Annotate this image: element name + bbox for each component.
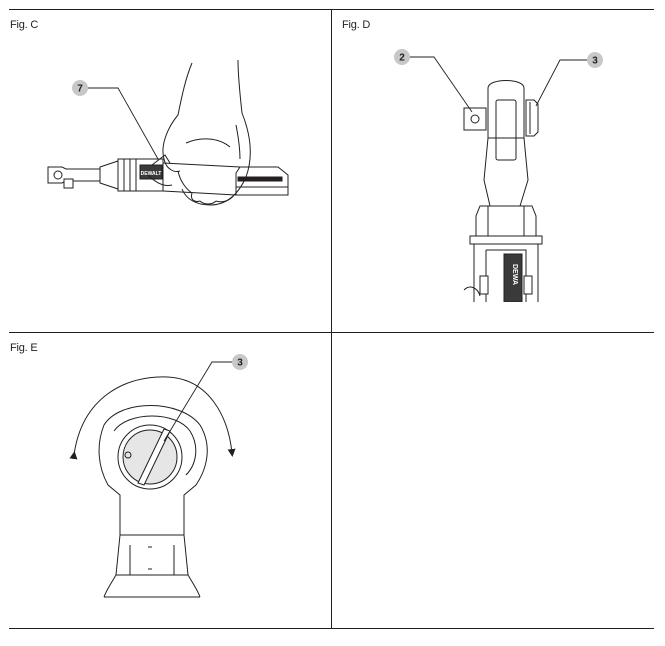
fig-c-badge-text: DEWALT (141, 171, 162, 177)
vertical-rule (331, 9, 332, 629)
fig-d-callout-2-marker (394, 49, 410, 65)
fig-c-ratchet-hand-drawing: 7 DEWALT (47, 59, 289, 206)
fig-e-label: Fig. E (10, 342, 38, 354)
fig-e-callout-3: 3 (237, 358, 243, 369)
fig-d-ratchet-head-drawing: 2 3 DEWA (394, 49, 603, 302)
fig-c-label: Fig. C (10, 19, 39, 31)
fig-c-illustration: 7 DEWALT (40, 55, 310, 215)
fig-d-label: Fig. D (342, 19, 371, 31)
fig-d-badge-text: DEWA (511, 264, 518, 285)
fig-d-callout-3: 3 (592, 56, 598, 67)
fig-e-illustration: 3 (60, 345, 280, 605)
fig-c-callout-7-marker (72, 80, 88, 96)
fig-c-callout-7: 7 (77, 84, 83, 95)
fig-e-callout-3-marker (232, 354, 248, 370)
fig-d-callout-3-marker (587, 52, 603, 68)
fig-e-selector-drawing: 3 (69, 354, 248, 598)
fig-d-illustration: 2 3 DEWA (380, 40, 620, 302)
fig-d-callout-2: 2 (399, 53, 405, 64)
